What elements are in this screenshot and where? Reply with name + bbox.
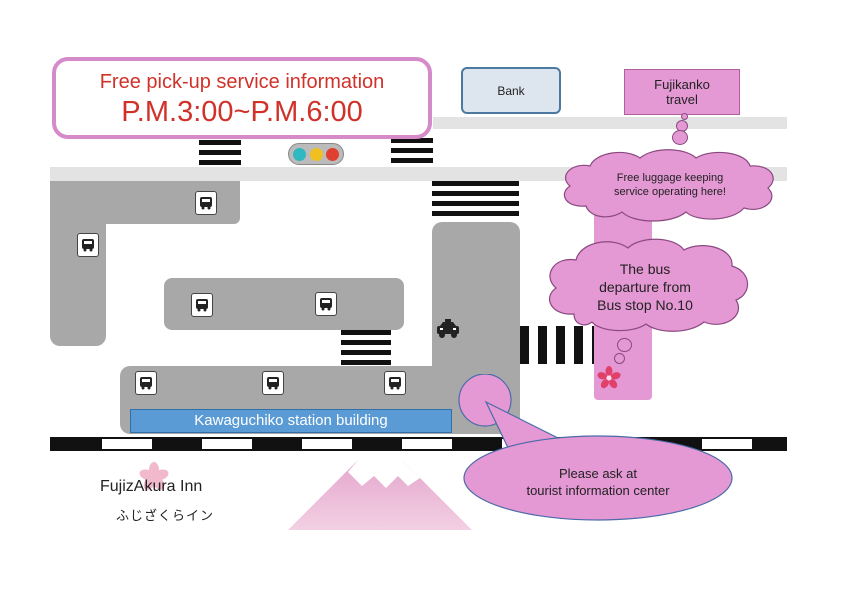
crosswalk: [391, 138, 433, 167]
bubble-dot: [617, 338, 632, 352]
luggage-line-1: Free luggage keeping: [616, 172, 724, 184]
crosswalk: [520, 326, 594, 364]
bus-icon: [77, 233, 99, 257]
travel-agency-building: Fujikanko travel: [624, 69, 740, 115]
left-road-vertical: [50, 181, 106, 346]
travel-agency-type: travel: [666, 92, 698, 107]
bus-line-1: The bus: [619, 261, 671, 277]
bubble-dot: [614, 353, 625, 364]
crosswalk: [199, 140, 241, 167]
traffic-light-icon: [288, 143, 344, 165]
bus-icon: [195, 191, 217, 215]
bus-departure-text: The bus departure from Bus stop No.10: [560, 260, 730, 314]
luggage-service-cloud: [563, 149, 774, 222]
bus-icon: [135, 371, 157, 395]
mount-fuji-icon: [288, 460, 472, 530]
info-line-2: tourist information center: [526, 483, 670, 498]
bus-icon: [191, 293, 213, 317]
travel-agency-name: Fujikanko: [654, 77, 710, 92]
bus-icon: [384, 371, 406, 395]
bus-icon: [315, 292, 337, 316]
sakura-icon: [597, 366, 621, 389]
tourist-info-text: Please ask at tourist information center: [498, 465, 698, 499]
pickup-info-title: Free pick-up service information: [99, 71, 385, 93]
logo-name: FujizAkura Inn: [100, 478, 203, 495]
pickup-info-box: Free pick-up service information P.M.3:0…: [52, 57, 432, 139]
info-line-1: Please ask at: [558, 466, 638, 481]
luggage-service-text: Free luggage keeping service operating h…: [580, 171, 760, 199]
crosswalk: [341, 330, 391, 366]
luggage-line-2: service operating here!: [614, 186, 726, 198]
station-building: Kawaguchiko station building: [130, 409, 452, 433]
bus-line-3: Bus stop No.10: [597, 297, 693, 313]
bank-building: Bank: [461, 67, 561, 114]
bus-icon: [262, 371, 284, 395]
crosswalk: [432, 181, 519, 221]
bus-line-2: departure from: [599, 279, 691, 295]
bus-departure-cloud: [549, 238, 749, 332]
tourist-info-bubble: [458, 374, 733, 521]
logo-kana: ふじざくらイン: [116, 508, 215, 523]
pickup-info-time: P.M.3:00~P.M.6:00: [121, 96, 363, 128]
bubble-dot: [672, 130, 688, 145]
upper-street: [433, 117, 787, 129]
bubble-dot: [681, 113, 688, 120]
taxi-icon: [437, 319, 459, 338]
logo-sakura-icon: [139, 462, 169, 490]
